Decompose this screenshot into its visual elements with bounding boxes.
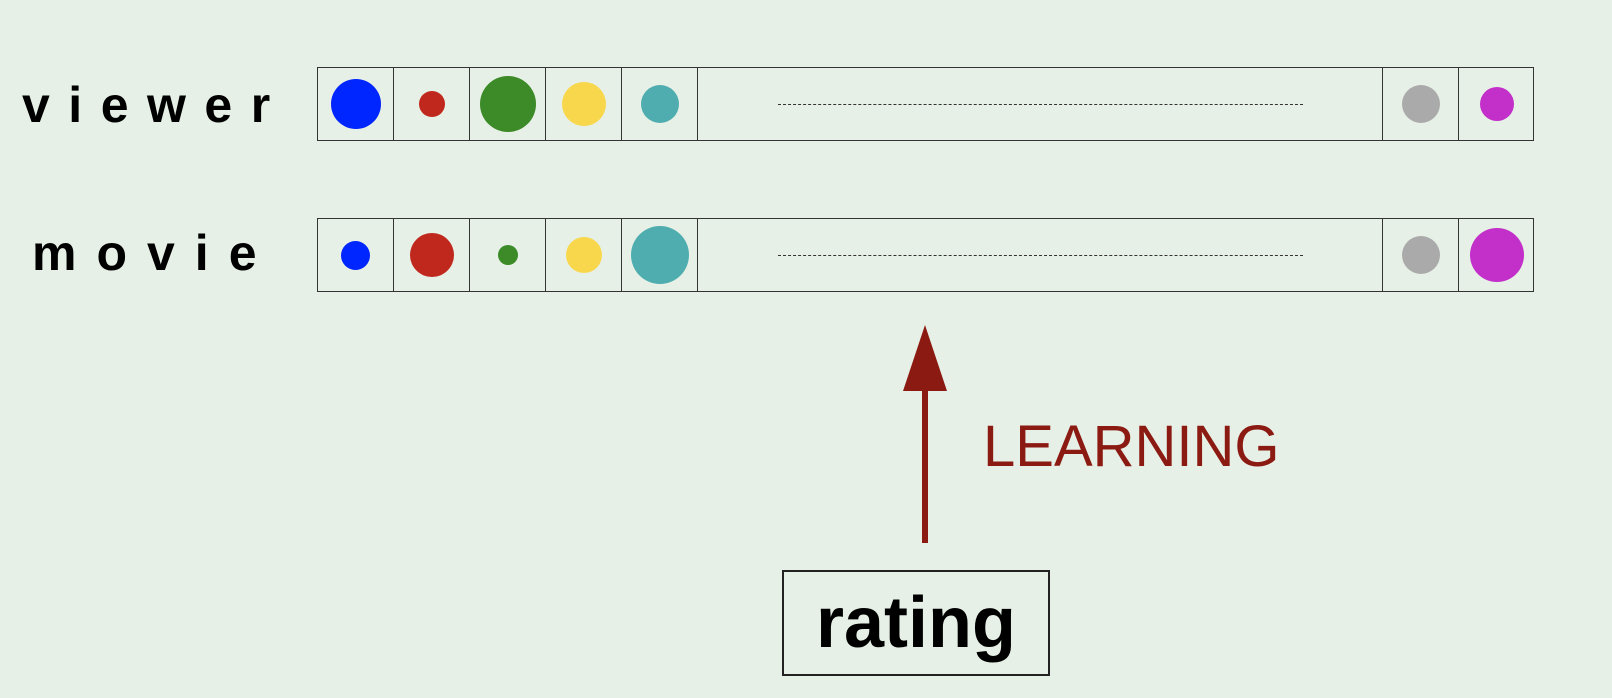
arrow-head: [903, 325, 947, 391]
rating-label: rating: [815, 583, 1016, 663]
viewer-factor-dot: [1401, 85, 1440, 123]
movie-factor-cell: [546, 219, 622, 291]
viewer-factor-cell: [1383, 68, 1459, 140]
movie-factor-cell: [470, 219, 546, 291]
movie-factor-dot: [565, 237, 602, 273]
movie-factor-dot: [1401, 236, 1440, 274]
dashed-ellipsis-line: [777, 103, 1303, 105]
learning-label: LEARNING: [983, 414, 1280, 479]
movie-factor-dot: [630, 226, 689, 284]
movie-label: movie: [32, 225, 277, 281]
viewer-factor-dot: [1480, 87, 1514, 121]
movie-vector: [317, 218, 1534, 292]
movie-factor-dot: [409, 233, 454, 277]
movie-factor-cell: [1383, 219, 1459, 291]
learning-arrow-icon: [903, 325, 947, 543]
viewer-ellipsis-cell: [698, 68, 1383, 140]
viewer-label: viewer: [22, 77, 289, 133]
dashed-ellipsis-line: [777, 254, 1303, 256]
movie-factor-dot: [341, 240, 370, 270]
viewer-factor-cell: [1459, 68, 1535, 140]
viewer-factor-dot: [640, 85, 679, 123]
viewer-factor-dot: [330, 79, 381, 129]
movie-ellipsis-cell: [698, 219, 1383, 291]
viewer-factor-dot: [479, 76, 536, 132]
movie-factor-dot: [497, 245, 518, 265]
viewer-factor-cell: [546, 68, 622, 140]
viewer-factor-cell: [622, 68, 698, 140]
movie-factor-dot: [1470, 228, 1524, 282]
viewer-factor-cell: [470, 68, 546, 140]
movie-factor-cell: [318, 219, 394, 291]
viewer-factor-cell: [394, 68, 470, 140]
viewer-factor-dot: [561, 82, 606, 126]
movie-factor-cell: [394, 219, 470, 291]
rating-box: rating: [782, 570, 1050, 676]
viewer-factor-cell: [318, 68, 394, 140]
movie-factor-cell: [622, 219, 698, 291]
viewer-vector: [317, 67, 1534, 141]
movie-factor-cell: [1459, 219, 1535, 291]
viewer-factor-dot: [418, 91, 445, 117]
